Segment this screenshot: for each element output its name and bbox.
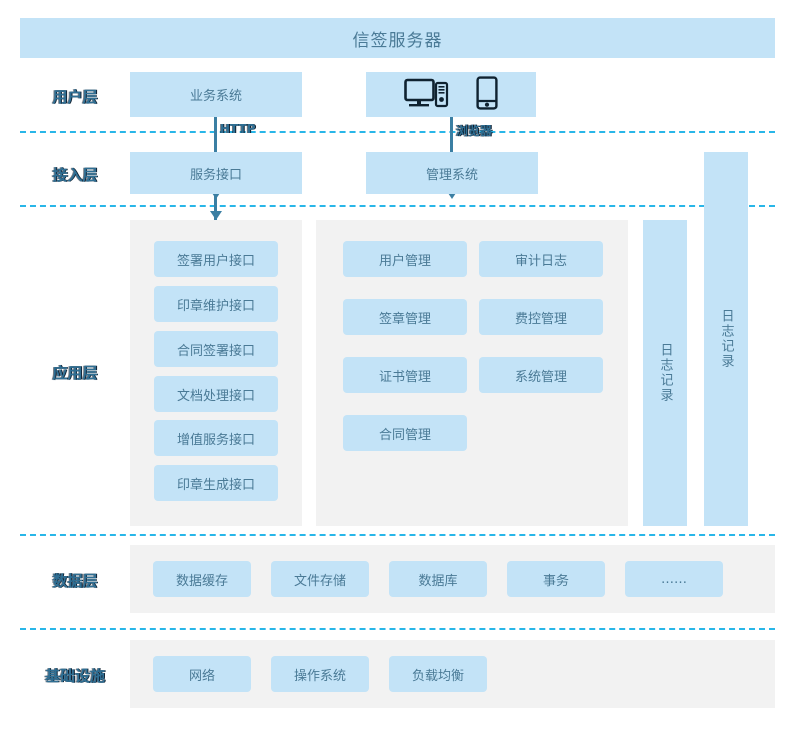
layer-label-app: 应用层 bbox=[52, 364, 98, 382]
separator-data-infra bbox=[20, 628, 775, 630]
app-management-item[interactable]: 费控管理 bbox=[479, 299, 603, 335]
access-to-app-connector-arrowhead bbox=[209, 211, 222, 220]
separator-user-access bbox=[20, 131, 775, 133]
app-interface-item[interactable]: 增值服务接口 bbox=[154, 420, 278, 456]
app-management-item[interactable]: 证书管理 bbox=[343, 357, 467, 393]
browser-connector-arrowhead bbox=[445, 190, 458, 199]
app-interface-item[interactable]: 文档处理接口 bbox=[154, 376, 278, 412]
app-management-item[interactable]: 系统管理 bbox=[479, 357, 603, 393]
infra-layer-item[interactable]: 操作系统 bbox=[271, 656, 369, 692]
app-management-item[interactable]: 合同管理 bbox=[343, 415, 467, 451]
business-system-box[interactable]: 业务系统 bbox=[130, 72, 302, 117]
data-layer-item[interactable]: …… bbox=[625, 561, 723, 597]
client-devices-box[interactable] bbox=[366, 72, 536, 117]
app-interface-item[interactable]: 印章维护接口 bbox=[154, 286, 278, 322]
management-system-box[interactable]: 管理系统 bbox=[366, 152, 538, 194]
layer-label-data: 数据层 bbox=[52, 572, 98, 590]
data-layer-item[interactable]: 数据缓存 bbox=[153, 561, 251, 597]
separator-access-app bbox=[20, 205, 775, 207]
separator-app-data bbox=[20, 534, 775, 536]
service-interface-box[interactable]: 服务接口 bbox=[130, 152, 302, 194]
infra-layer-item[interactable]: 网络 bbox=[153, 656, 251, 692]
desktop-computer-icon bbox=[404, 77, 450, 113]
layer-label-access: 接入层 bbox=[52, 166, 98, 184]
diagram-title: 信签服务器 bbox=[20, 18, 775, 58]
app-interface-item[interactable]: 签署用户接口 bbox=[154, 241, 278, 277]
access-to-app-connector-line bbox=[214, 194, 217, 220]
layer-label-infra: 基础设施 bbox=[44, 667, 105, 685]
http-connector-label: HTTP bbox=[220, 122, 256, 136]
app-management-item[interactable]: 签章管理 bbox=[343, 299, 467, 335]
data-layer-item[interactable]: 文件存储 bbox=[271, 561, 369, 597]
app-interface-item[interactable]: 合同签署接口 bbox=[154, 331, 278, 367]
app-management-item[interactable]: 用户管理 bbox=[343, 241, 467, 277]
layer-label-user: 用户层 bbox=[52, 88, 98, 106]
data-layer-item[interactable]: 事务 bbox=[507, 561, 605, 597]
app-management-item[interactable]: 审计日志 bbox=[479, 241, 603, 277]
app-interface-item[interactable]: 印章生成接口 bbox=[154, 465, 278, 501]
infra-layer-item[interactable]: 负载均衡 bbox=[389, 656, 487, 692]
mobile-phone-icon bbox=[476, 75, 498, 114]
log-record-column-inner[interactable]: 日志记录 bbox=[643, 220, 687, 526]
browser-connector-label: 浏览器 bbox=[456, 124, 493, 138]
data-layer-item[interactable]: 数据库 bbox=[389, 561, 487, 597]
log-record-column-outer[interactable]: 日志记录 bbox=[704, 152, 748, 526]
